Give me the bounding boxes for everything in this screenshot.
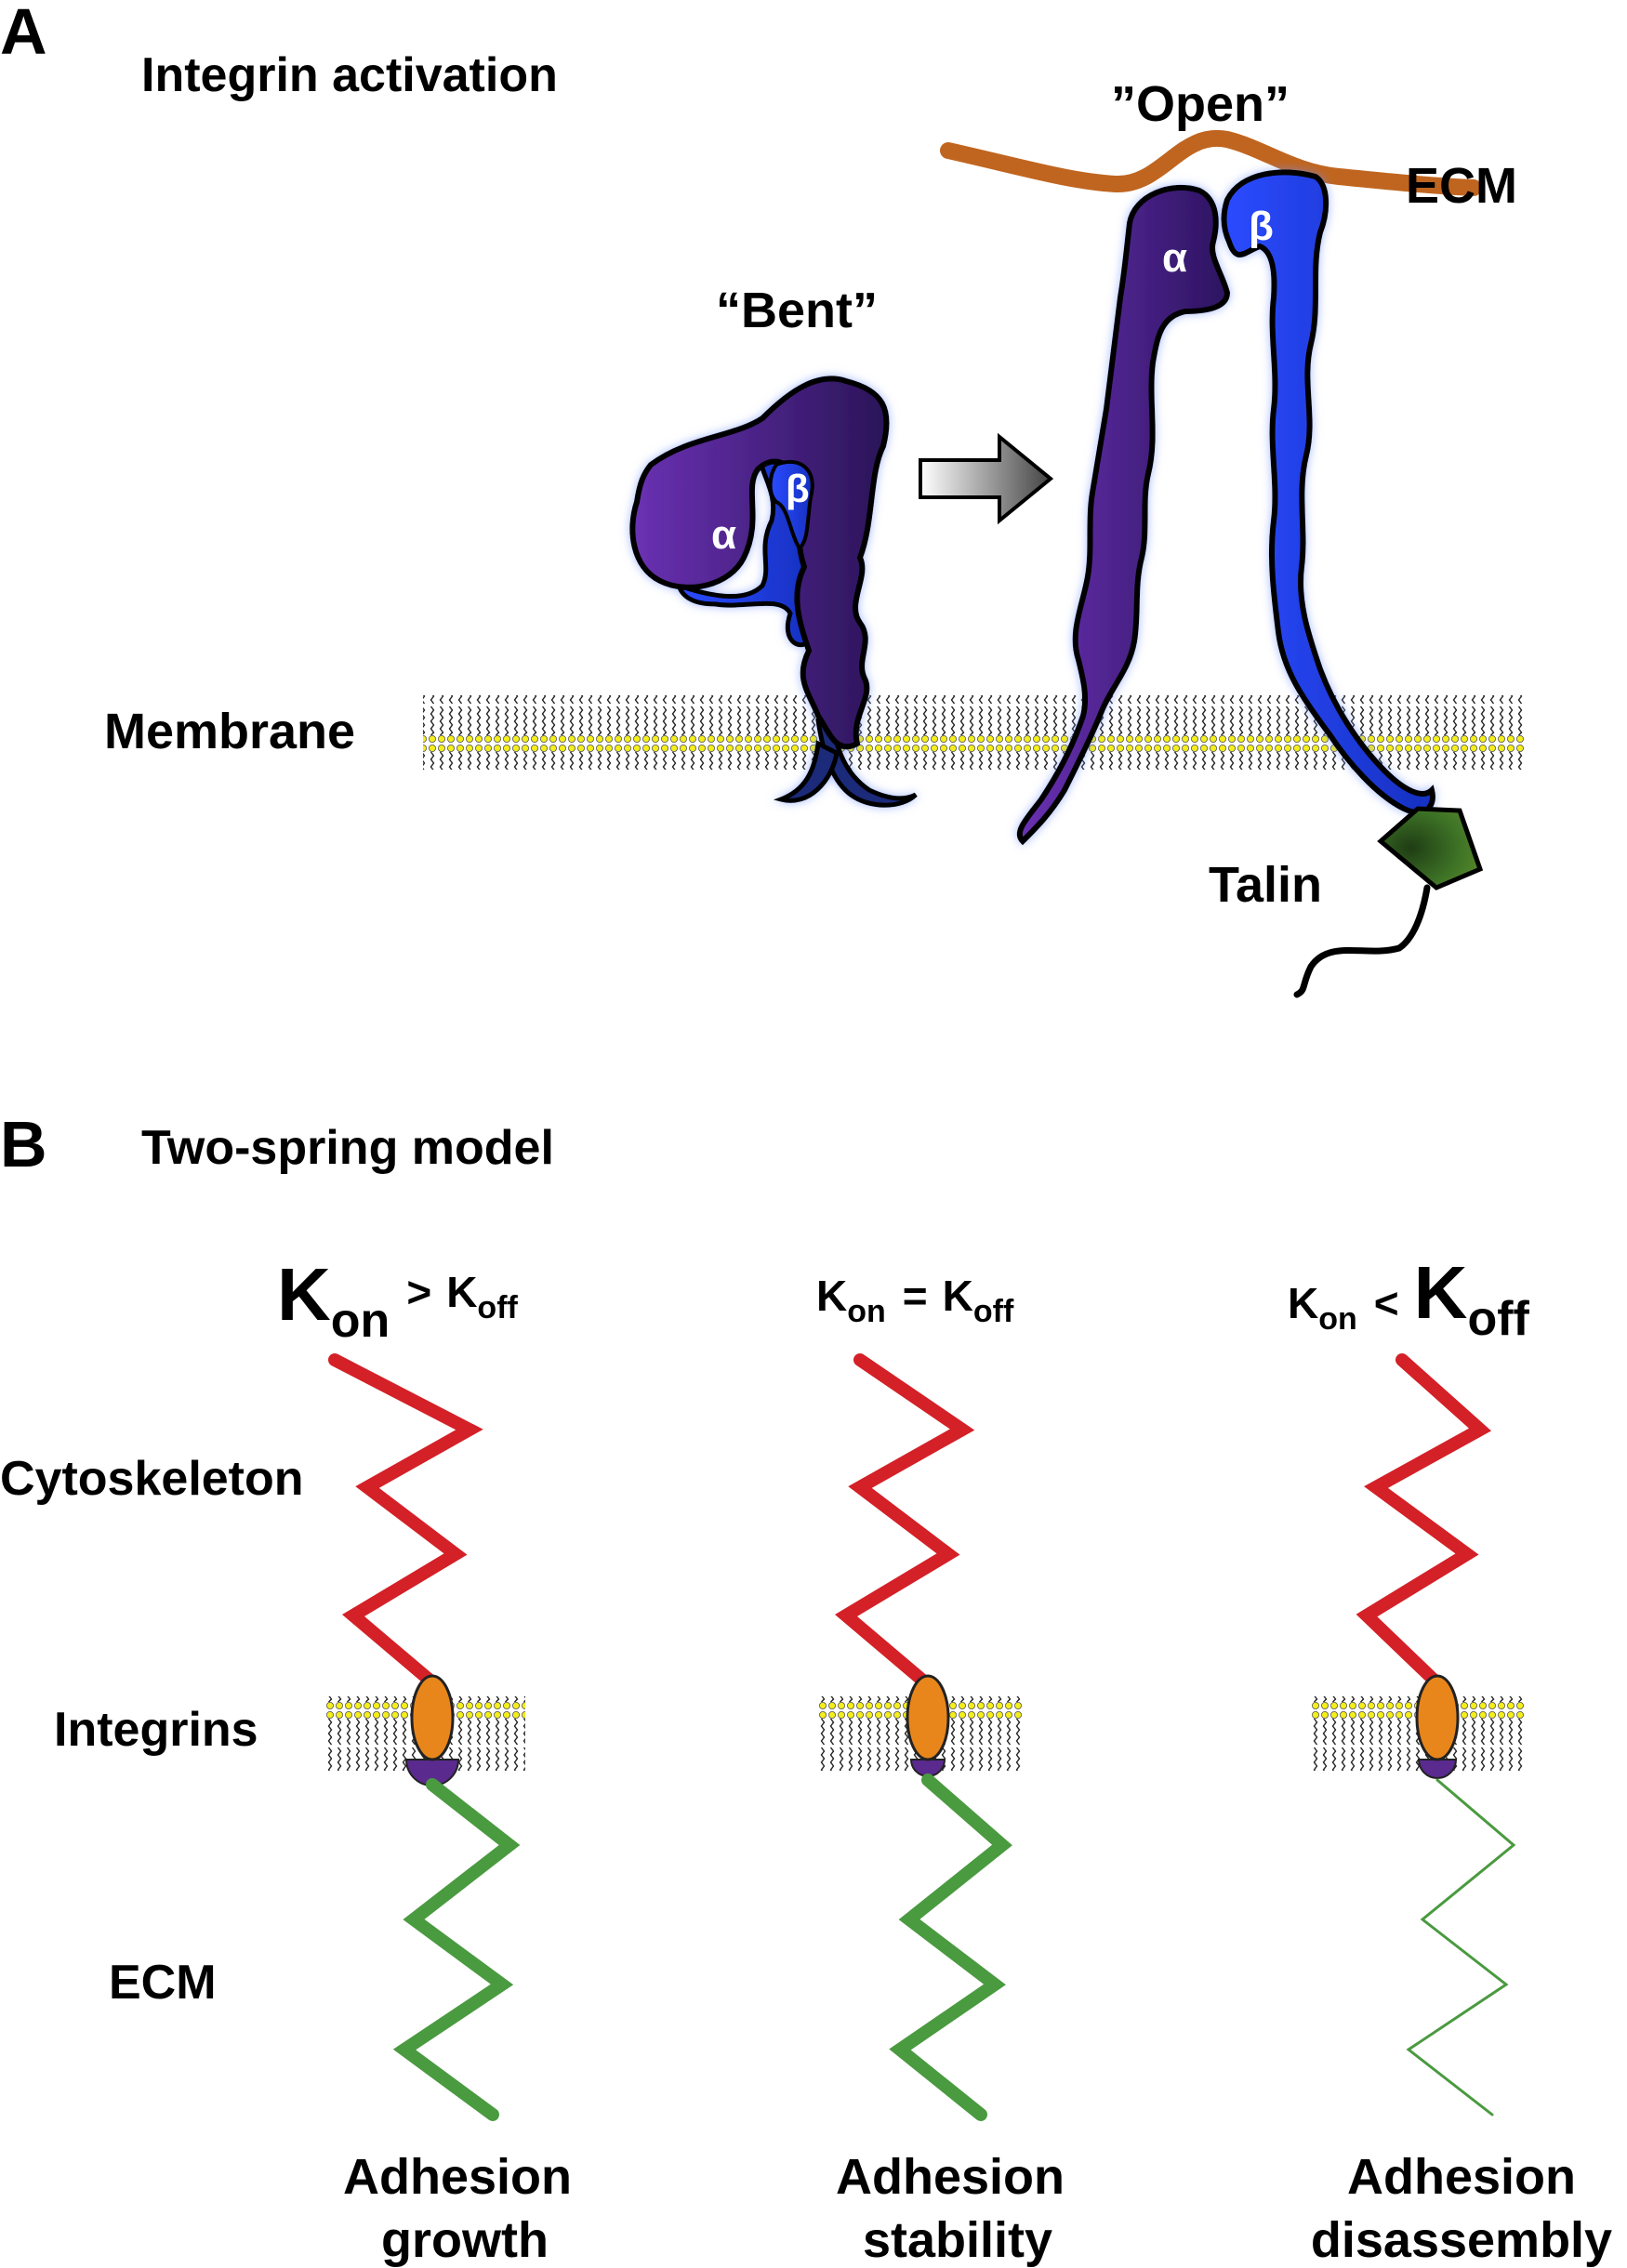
panel-a-letter: A xyxy=(0,0,47,68)
bent-label: “Bent” xyxy=(716,283,878,338)
open-label: ”Open” xyxy=(1111,76,1290,132)
panel-b: B Two-spring model Cytoskeleton Integrin… xyxy=(0,1108,1612,2268)
equation-disassembly: Kon<Koff xyxy=(1288,1251,1530,1346)
outcome-stability-line1: Adhesion xyxy=(836,2149,1065,2205)
outcome-stability-line2: stability xyxy=(863,2212,1052,2268)
bent-beta-label: β xyxy=(786,467,810,510)
bent-integrin xyxy=(629,376,918,808)
equation-stability: Kon=Koff xyxy=(816,1272,1014,1329)
integrin-body-disassembly xyxy=(1415,1674,1460,1761)
open-beta-subunit xyxy=(1221,169,1435,815)
integrin-body-stability xyxy=(906,1674,950,1761)
outcome-disassembly-line2: disassembly xyxy=(1311,2212,1612,2268)
bent-alpha-label: α xyxy=(711,512,736,558)
ecm-spring-disassembly xyxy=(1406,1778,1516,2116)
outcome-growth-line2: growth xyxy=(381,2212,549,2268)
panel-a-title: Integrin activation xyxy=(141,48,558,102)
ecm-fiber xyxy=(940,129,1482,196)
outcome-growth-line1: Adhesion xyxy=(343,2149,572,2205)
talin-tail xyxy=(1293,884,1431,998)
bent-alpha-subunit xyxy=(629,376,890,750)
integrin-body-growth xyxy=(410,1674,455,1761)
open-beta-label: β xyxy=(1249,204,1274,249)
activation-arrow xyxy=(919,432,1054,525)
open-alpha-label: α xyxy=(1162,235,1187,281)
panel-a: A Integrin activation Membrane α β “Bent… xyxy=(0,0,1525,998)
membrane-label: Membrane xyxy=(104,704,355,759)
ecm-spring-growth xyxy=(392,1778,521,2121)
equation-growth: Kon>Koff xyxy=(277,1253,519,1348)
bent-beta-inner xyxy=(768,459,814,552)
row-label-cytoskeleton: Cytoskeleton xyxy=(0,1452,304,1506)
ecm-spring-stability xyxy=(889,1774,1012,2121)
talin-label: Talin xyxy=(1209,857,1322,913)
model-stability: Kon=Koff Adhesion stability xyxy=(816,1272,1065,2268)
outcome-disassembly-line1: Adhesion xyxy=(1347,2149,1576,2205)
cytoskeleton-spring-stability xyxy=(835,1353,975,1689)
model-growth: Kon>Koff Adhesion growth xyxy=(277,1253,572,2268)
panel-b-title: Two-spring model xyxy=(141,1121,554,1175)
integrin-base-disassembly xyxy=(1417,1759,1458,1779)
bent-alpha-tail xyxy=(773,740,840,803)
panel-b-letter: B xyxy=(0,1108,47,1180)
open-integrin xyxy=(1016,169,1435,846)
ecm-label-a: ECM xyxy=(1406,158,1517,214)
model-disassembly: Kon<Koff Adhesion disassembly xyxy=(1288,1251,1612,2268)
talin-protein xyxy=(1377,806,1484,890)
cytoskeleton-spring-growth xyxy=(328,1353,483,1689)
row-label-ecm: ECM xyxy=(109,1956,217,2010)
cytoskeleton-spring-disassembly xyxy=(1356,1353,1492,1689)
open-alpha-subunit xyxy=(1016,184,1231,846)
row-label-integrins: Integrins xyxy=(54,1703,258,1757)
